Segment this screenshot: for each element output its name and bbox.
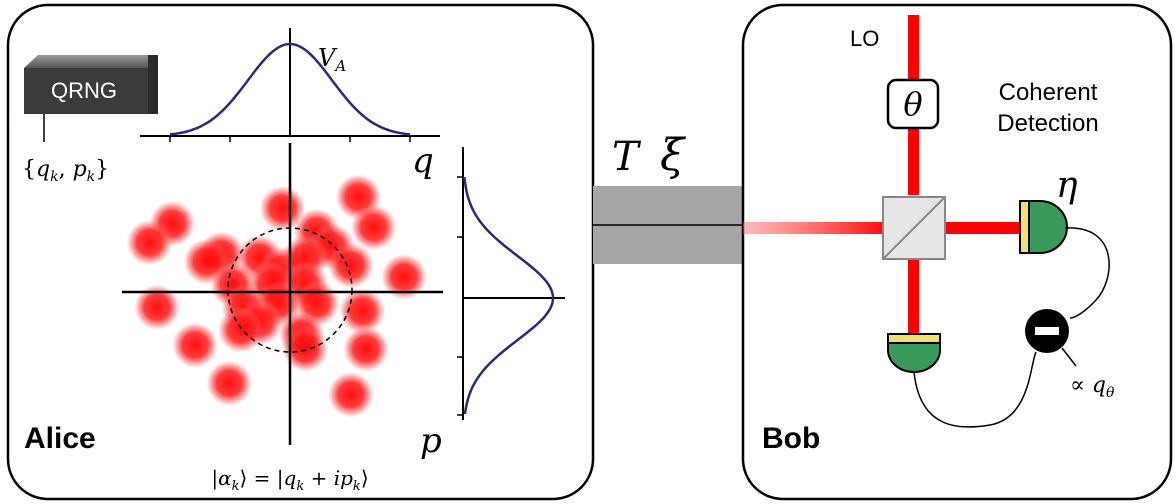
detection-label-line2: Detection xyxy=(997,110,1098,137)
efficiency-label: η xyxy=(1056,165,1078,206)
coherent-state xyxy=(282,326,329,372)
detector-wires xyxy=(913,227,1110,428)
q-marginal-distribution: VA xyxy=(140,28,440,142)
q-axis-label: q xyxy=(412,141,434,181)
state-label: |αk⟩ = |qk + ipk⟩ xyxy=(211,466,368,494)
coherent-state xyxy=(134,284,180,331)
detection-label-line1: Coherent xyxy=(999,79,1098,106)
phase-shifter: θ xyxy=(886,78,940,130)
qrng-device: QRNG xyxy=(24,55,158,142)
qrng-label: QRNG xyxy=(51,78,117,103)
coherent-state xyxy=(206,360,253,407)
coherent-state xyxy=(381,253,427,300)
photodetector-bottom xyxy=(887,333,941,373)
p-marginal-distribution xyxy=(457,147,565,420)
quantum-channel xyxy=(593,186,743,264)
p-axis-label: p xyxy=(420,421,442,461)
phase-space-plot xyxy=(122,143,443,445)
coherent-state xyxy=(327,371,374,418)
coherent-state xyxy=(172,322,218,369)
beam-splitter xyxy=(882,196,946,260)
transmittance-label: T xyxy=(612,134,642,180)
output-label: ∝ qθ xyxy=(1070,373,1115,401)
lo-label: LO xyxy=(850,26,879,51)
bob-panel xyxy=(741,3,1173,501)
photodetector-right xyxy=(1019,200,1068,254)
coherent-state xyxy=(343,326,389,372)
coherent-state-constellation xyxy=(126,174,427,418)
coherent-state xyxy=(350,204,397,251)
coherent-state xyxy=(126,219,173,266)
coherent-state xyxy=(327,242,374,289)
bob-label: Bob xyxy=(762,422,820,455)
phase-label: θ xyxy=(903,85,922,123)
variance-circle xyxy=(227,227,353,353)
coherent-state xyxy=(217,307,264,353)
subtractor-icon xyxy=(1025,309,1077,367)
coherent-state xyxy=(259,185,306,232)
alice-label: Alice xyxy=(24,422,96,455)
qrng-output-label: {qk, pk} xyxy=(22,157,109,185)
excess-noise-label: ξ xyxy=(660,130,687,181)
